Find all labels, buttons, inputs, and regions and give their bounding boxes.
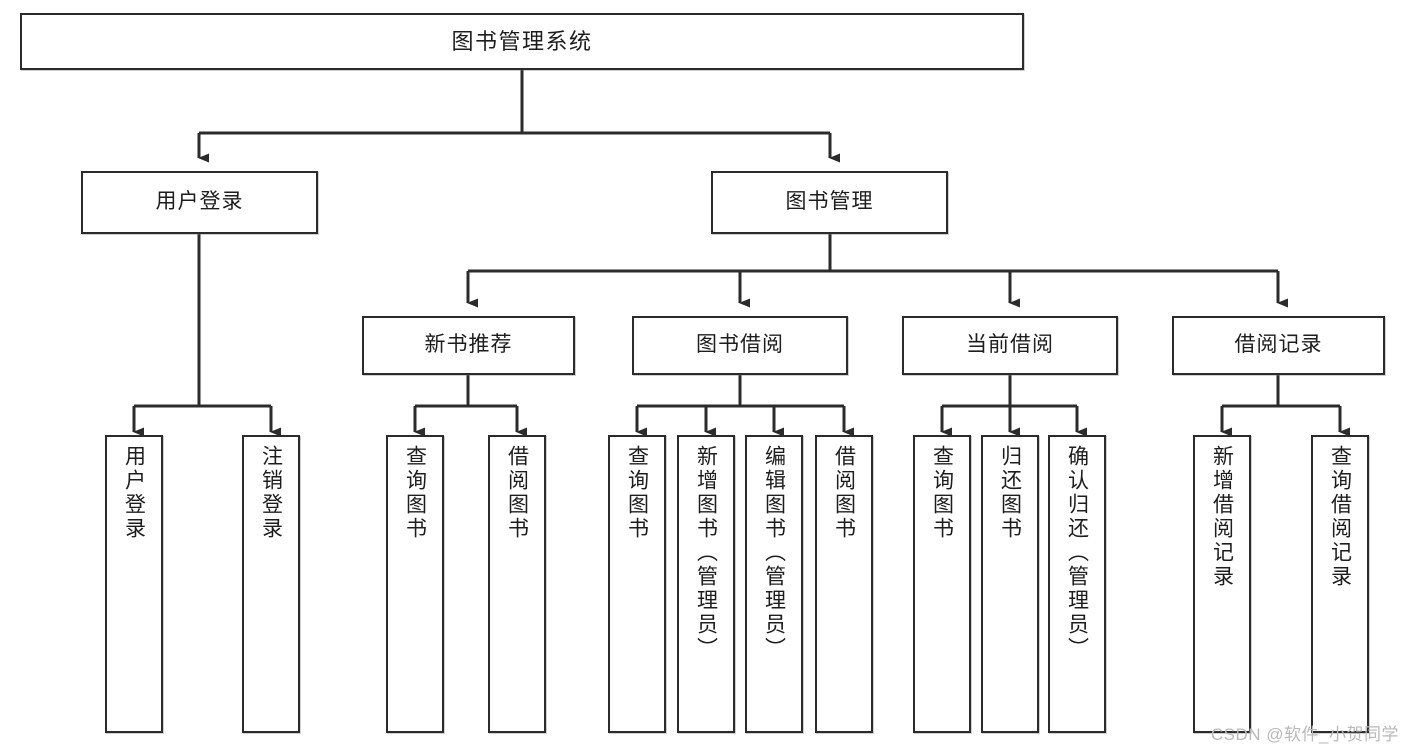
node-label: 查询图书 bbox=[625, 445, 649, 541]
leaf-query-book-recommend[interactable]: 查询图书 bbox=[386, 435, 444, 733]
watermark-text: CSDN @软件_小贺同学 bbox=[1210, 725, 1399, 744]
node-label: 图书管理 bbox=[785, 190, 874, 214]
leaf-edit-book-admin[interactable]: 编辑图书（管理员） bbox=[745, 435, 803, 733]
leaf-add-borrow-record[interactable]: 新增借阅记录 bbox=[1193, 435, 1251, 733]
node-label: 新增图书（管理员） bbox=[694, 445, 718, 661]
node-book-management[interactable]: 图书管理 bbox=[711, 171, 948, 234]
node-current-borrow[interactable]: 当前借阅 bbox=[902, 316, 1118, 375]
leaf-confirm-return-admin[interactable]: 确认归还（管理员） bbox=[1048, 435, 1106, 733]
leaf-borrow-book[interactable]: 借阅图书 bbox=[815, 435, 873, 733]
node-label: 查询图书 bbox=[930, 445, 954, 541]
node-label: 归还图书 bbox=[998, 445, 1022, 541]
node-label: 查询图书 bbox=[403, 445, 427, 541]
node-user-login[interactable]: 用户登录 bbox=[81, 171, 318, 234]
leaf-borrow-book-recommend[interactable]: 借阅图书 bbox=[488, 435, 546, 733]
node-label: 借阅记录 bbox=[1234, 333, 1323, 357]
node-book-borrow[interactable]: 图书借阅 bbox=[632, 316, 848, 375]
node-label: 确认归还（管理员） bbox=[1065, 445, 1089, 661]
node-label: 用户登录 bbox=[155, 190, 244, 214]
leaf-query-book-borrow[interactable]: 查询图书 bbox=[608, 435, 666, 733]
node-label: 注销登录 bbox=[259, 445, 283, 541]
leaf-add-book-admin[interactable]: 新增图书（管理员） bbox=[677, 435, 735, 733]
node-label: 图书借阅 bbox=[696, 333, 784, 357]
node-label: 用户登录 bbox=[122, 445, 146, 541]
node-label: 借阅图书 bbox=[832, 445, 856, 541]
node-label: 借阅图书 bbox=[505, 445, 529, 541]
leaf-return-book[interactable]: 归还图书 bbox=[981, 435, 1039, 733]
leaf-logout[interactable]: 注销登录 bbox=[242, 435, 300, 733]
node-label: 新书推荐 bbox=[424, 333, 513, 357]
node-root-system[interactable]: 图书管理系统 bbox=[20, 13, 1024, 70]
node-new-book-recommend[interactable]: 新书推荐 bbox=[362, 316, 575, 375]
leaf-query-book-current[interactable]: 查询图书 bbox=[913, 435, 971, 733]
node-label: 新增借阅记录 bbox=[1210, 445, 1234, 589]
node-label: 图书管理系统 bbox=[451, 28, 593, 54]
node-label: 编辑图书（管理员） bbox=[762, 445, 786, 661]
node-label: 查询借阅记录 bbox=[1328, 445, 1352, 589]
node-label: 当前借阅 bbox=[966, 333, 1054, 357]
node-borrow-record[interactable]: 借阅记录 bbox=[1172, 316, 1385, 375]
leaf-query-borrow-record[interactable]: 查询借阅记录 bbox=[1311, 435, 1369, 733]
leaf-user-login[interactable]: 用户登录 bbox=[105, 435, 163, 733]
